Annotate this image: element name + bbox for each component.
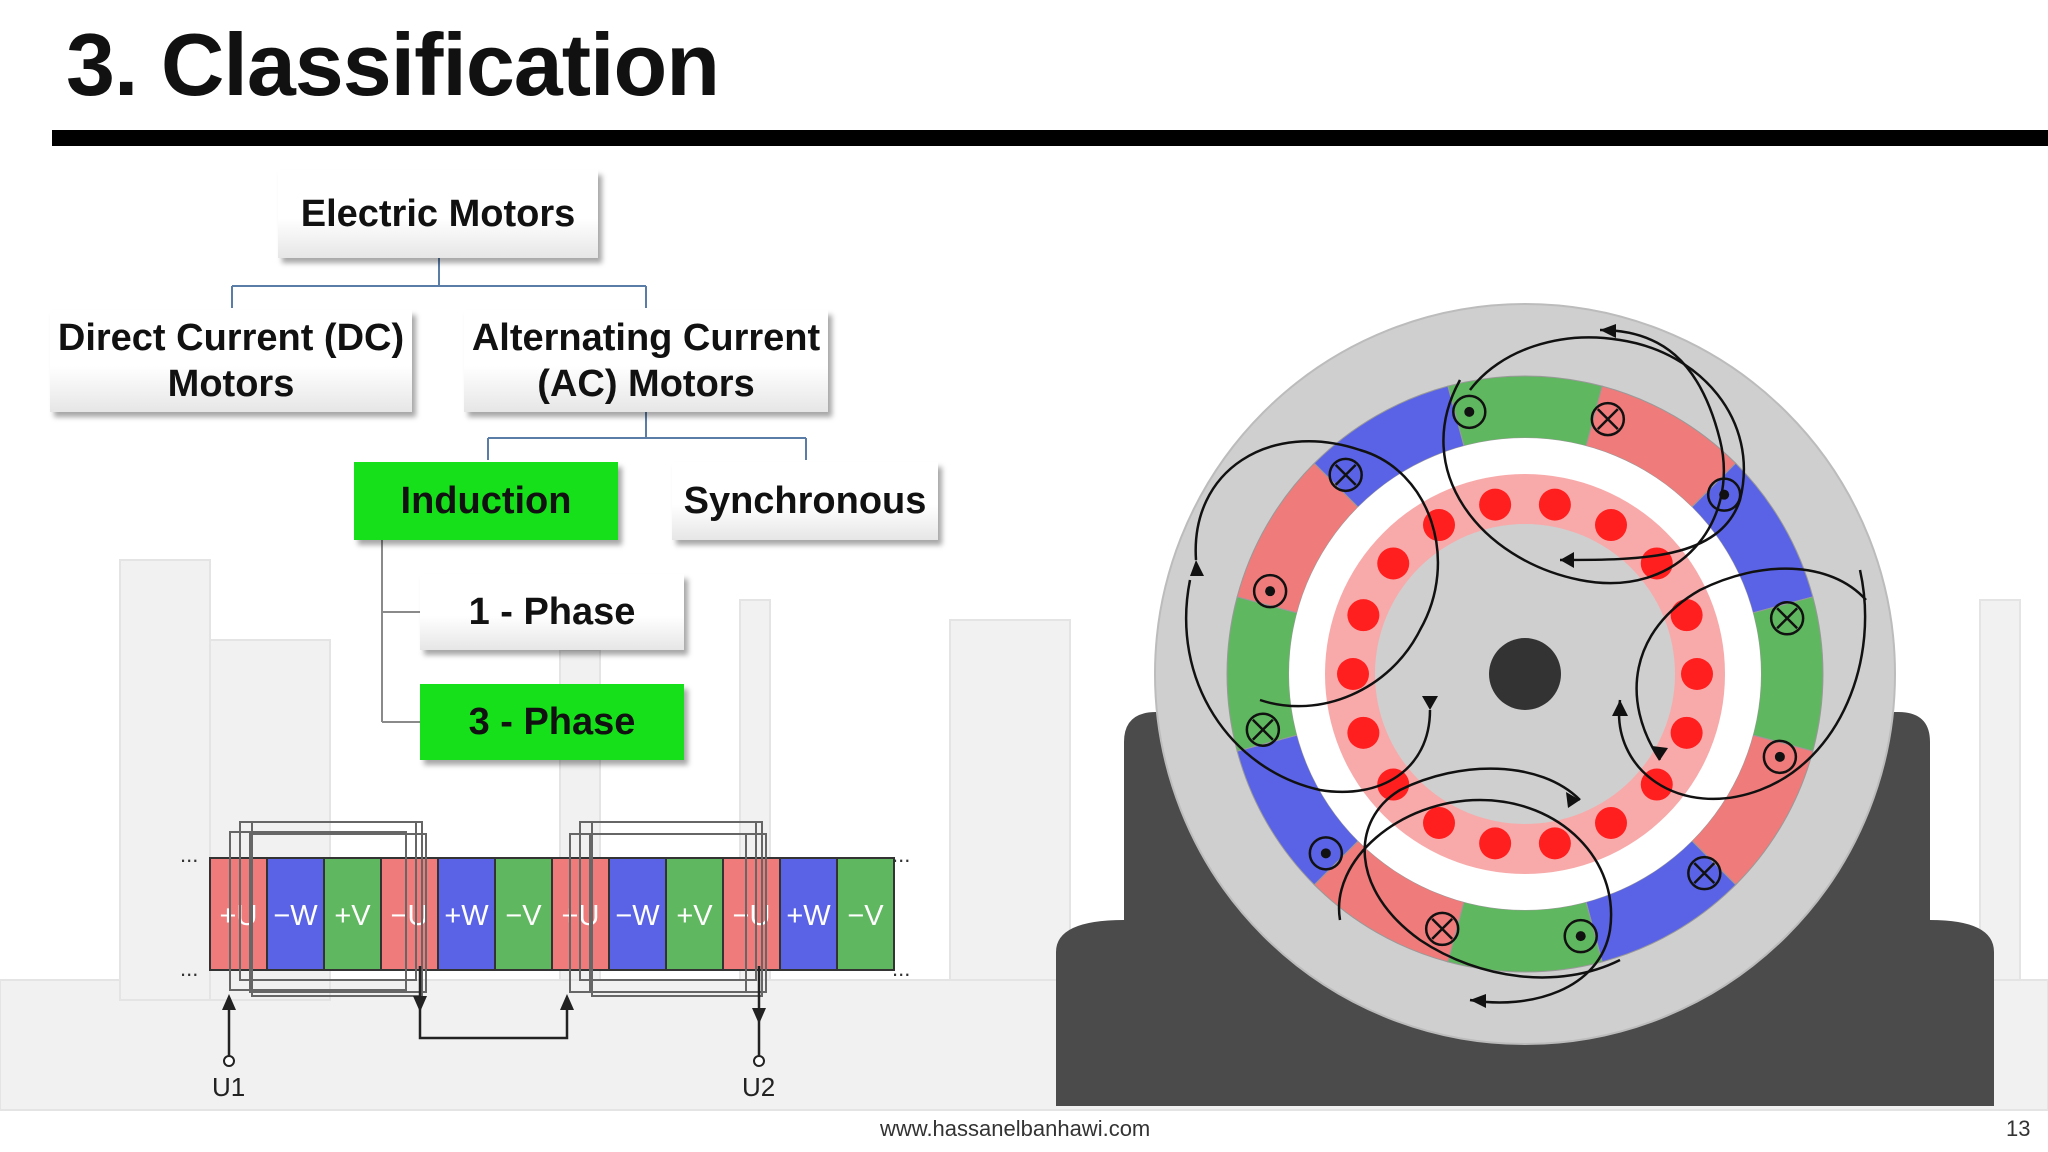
rotor-bar-dot: [1423, 806, 1455, 839]
rotor-shaft: [1489, 638, 1561, 710]
box-induction-label: Induction: [400, 480, 572, 522]
box-1-phase: 1 - Phase: [420, 574, 684, 650]
coil-direction-markers: [1245, 394, 1805, 954]
flux-lines: [1184, 328, 1867, 1004]
rotor-bar-dot: [1670, 599, 1703, 632]
winding-slot: [836, 857, 895, 971]
terminal-u1: [223, 1055, 235, 1067]
box-dc-motors-label: Direct Current (DC) Motors: [57, 317, 405, 405]
current-out-dot: [1575, 931, 1586, 942]
current-in-cross: [1431, 917, 1454, 940]
current-out-dot: [1265, 586, 1276, 597]
current-in-marker: [1424, 911, 1460, 947]
footer-url: www.hassanelbanhawi.com: [880, 1116, 1151, 1141]
winding-coils: [229, 821, 767, 997]
current-in-marker: [1687, 855, 1722, 891]
winding-slot: [779, 857, 838, 971]
current-out-dot: [1774, 751, 1785, 762]
box-synchronous: Synchronous: [672, 462, 938, 540]
box-3-phase-label: 3 - Phase: [468, 701, 636, 743]
rotor-bar-dot: [1595, 806, 1627, 839]
winding-slot: [209, 857, 268, 971]
page-number: 13: [2006, 1116, 2031, 1141]
rotor-bar-dot: [1681, 658, 1713, 690]
winding-ellipsis-bottom-right: ...: [892, 956, 910, 981]
rotor-bar-dot: [1377, 547, 1410, 580]
current-in-cross: [1251, 718, 1274, 741]
box-dc-motors: Direct Current (DC) Motors: [50, 310, 412, 412]
terminal-u1-label: U1: [212, 1072, 245, 1102]
winding-ellipsis-bottom-left: ...: [180, 956, 198, 981]
winding-slot-label: −V: [505, 900, 542, 932]
rotor-bar-dot: [1595, 509, 1627, 542]
current-in-cross: [1596, 408, 1619, 431]
rotor-bar-dot: [1538, 488, 1571, 521]
flux-arrowheads: [1190, 324, 1668, 1008]
tree-connectors: [231, 258, 807, 460]
box-electric-motors-label: Electric Motors: [300, 193, 576, 235]
current-out-marker: [1563, 918, 1598, 954]
current-in-cross: [1776, 607, 1799, 630]
winding-slot: [665, 857, 724, 971]
winding-slot-label: +V: [334, 900, 371, 932]
winding-slot: [380, 857, 439, 971]
rotor-bar-dot: [1479, 488, 1512, 521]
winding-slot-label: −U: [733, 900, 771, 932]
box-ac-motors: Alternating Current (AC) Motors: [464, 310, 828, 412]
motor-cross-section: [1056, 303, 1994, 1106]
induction-connectors: [381, 540, 420, 723]
current-out-marker: [1252, 573, 1288, 609]
current-in-marker: [1328, 457, 1363, 493]
box-electric-motors: Electric Motors: [278, 170, 598, 258]
title-rule: [52, 130, 2048, 146]
current-in-marker: [1769, 601, 1805, 636]
current-out-dot: [1464, 406, 1475, 417]
winding-diagram: +U−W+V−U+W−V+U−W+V−U+W−V ... ... ... ...: [180, 821, 910, 1102]
terminal-u2-label: U2: [742, 1072, 775, 1102]
current-in-marker: [1590, 401, 1626, 437]
winding-slot-label: +V: [676, 900, 713, 932]
winding-slot: [266, 857, 325, 971]
current-out-marker: [1452, 394, 1487, 430]
winding-slot-label: +W: [444, 900, 489, 932]
current-out-marker: [1308, 836, 1344, 871]
winding-slot-label: −W: [615, 900, 660, 932]
winding-arrowheads: [222, 994, 766, 1024]
winding-slot: [494, 857, 553, 971]
rotor-bar-dot: [1377, 768, 1410, 801]
rotor-bar-dot: [1347, 716, 1380, 749]
box-synchronous-label: Synchronous: [683, 480, 927, 522]
winding-slot-label: +W: [786, 900, 831, 932]
winding-ellipsis-top-right: ...: [892, 842, 910, 867]
current-in-marker: [1245, 712, 1281, 747]
rotor-bar-dot: [1337, 658, 1369, 690]
current-out-marker: [1762, 739, 1798, 775]
winding-slot-label: −W: [273, 900, 318, 932]
current-out-dot: [1320, 848, 1331, 859]
terminal-u2: [753, 1055, 765, 1067]
box-induction: Induction: [354, 462, 618, 540]
box-1-phase-label: 1 - Phase: [468, 591, 636, 633]
rotor-bar-dot: [1538, 827, 1571, 860]
current-in-cross: [1693, 862, 1716, 885]
current-in-cross: [1334, 463, 1357, 486]
winding-slot-label: −V: [847, 900, 884, 932]
box-ac-motors-label: Alternating Current (AC) Motors: [471, 317, 821, 405]
box-3-phase: 3 - Phase: [420, 684, 684, 760]
rotor-bar-dot: [1347, 599, 1380, 632]
winding-slot: [437, 857, 496, 971]
rotor-bar-dot: [1670, 716, 1703, 749]
winding-ellipsis-top-left: ...: [180, 842, 198, 867]
rotor-bars: [1337, 488, 1713, 860]
slide-title: 3. Classification: [66, 15, 720, 114]
rotor-bar-dot: [1479, 827, 1512, 860]
